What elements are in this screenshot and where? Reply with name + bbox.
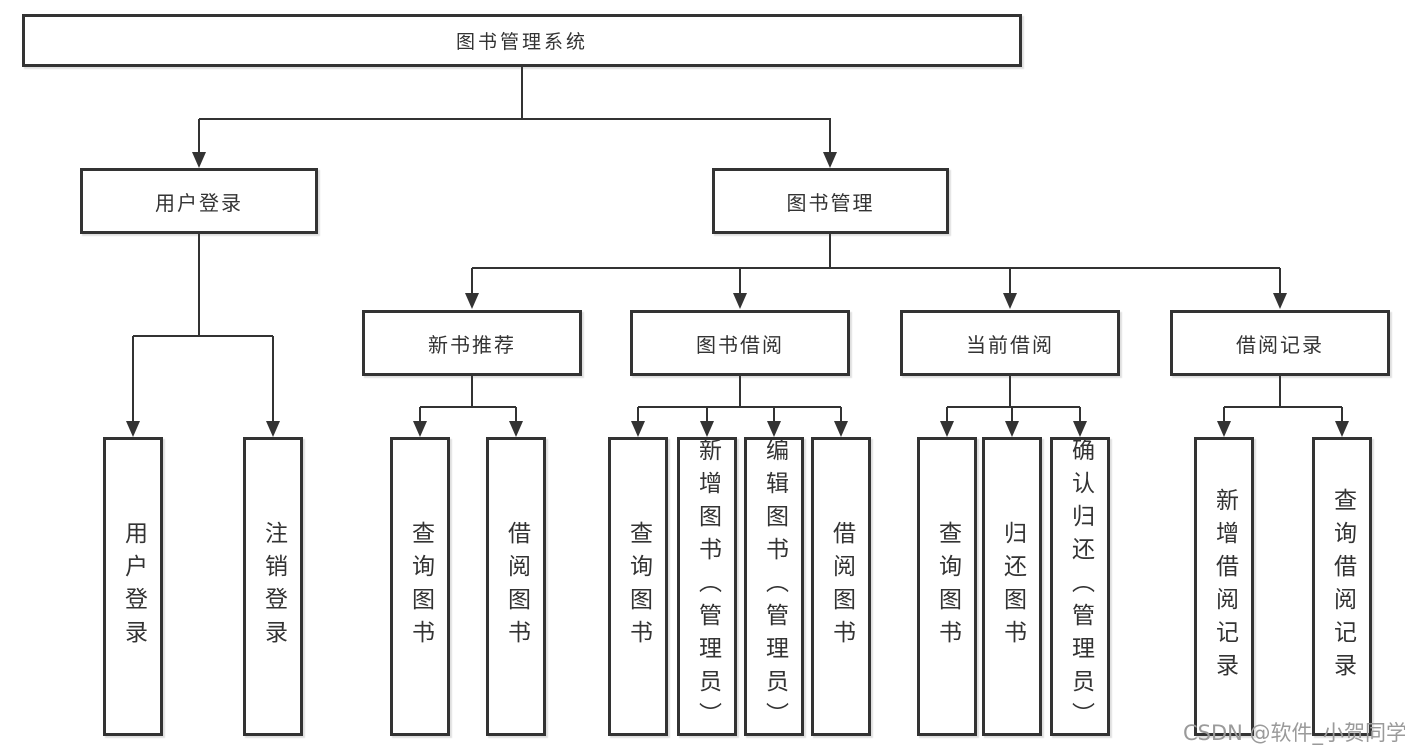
- node-label: 图书管理: [786, 190, 875, 215]
- node-book-management: 图书管理: [712, 168, 949, 234]
- leaf-label: 借阅图书: [828, 520, 855, 653]
- leaf-label: 编辑图书（管理员）: [761, 438, 788, 735]
- leaf-label: 确认归还（管理员）: [1067, 438, 1094, 735]
- node-label: 借阅记录: [1236, 332, 1324, 357]
- leaf-logout: 注销登录: [243, 437, 303, 736]
- node-library-management-system: 图书管理系统: [22, 14, 1022, 67]
- leaf-label: 用户登录: [120, 520, 147, 653]
- node-borrowing-records: 借阅记录: [1170, 310, 1390, 376]
- node-book-borrowing: 图书借阅: [630, 310, 850, 376]
- node-current-borrowing: 当前借阅: [900, 310, 1120, 376]
- leaf-label: 归还图书: [999, 520, 1026, 653]
- node-label: 用户登录: [155, 190, 243, 215]
- node-label: 当前借阅: [966, 332, 1054, 357]
- leaf-query-books-borrow: 查询图书: [608, 437, 668, 736]
- leaf-confirm-return-admin: 确认归还（管理员）: [1050, 437, 1110, 736]
- leaf-add-borrow-record: 新增借阅记录: [1194, 437, 1254, 736]
- leaf-user-login: 用户登录: [103, 437, 163, 736]
- leaf-label: 新增借阅记录: [1211, 487, 1238, 686]
- leaf-label: 查询图书: [625, 520, 652, 653]
- leaf-label: 查询图书: [407, 520, 434, 653]
- leaf-label: 查询借阅记录: [1329, 487, 1356, 686]
- node-new-book-recommendation: 新书推荐: [362, 310, 582, 376]
- csdn-watermark: CSDN @软件_小贺同学: [1183, 721, 1405, 745]
- leaf-borrow-books: 借阅图书: [811, 437, 871, 736]
- leaf-label: 注销登录: [260, 520, 287, 653]
- node-label: 图书管理系统: [455, 31, 588, 53]
- leaf-label: 借阅图书: [503, 520, 530, 653]
- leaf-add-book-admin: 新增图书（管理员）: [677, 437, 737, 736]
- leaf-query-borrow-record: 查询借阅记录: [1312, 437, 1372, 736]
- leaf-edit-book-admin: 编辑图书（管理员）: [744, 437, 804, 736]
- leaf-label: 查询图书: [934, 520, 961, 653]
- leaf-borrow-books-recommend: 借阅图书: [486, 437, 546, 736]
- node-label: 新书推荐: [428, 332, 516, 357]
- leaf-label: 新增图书（管理员）: [694, 438, 721, 735]
- leaf-return-book: 归还图书: [982, 437, 1042, 736]
- node-user-login: 用户登录: [80, 168, 318, 234]
- leaf-query-books-current: 查询图书: [917, 437, 977, 736]
- node-label: 图书借阅: [696, 332, 784, 357]
- leaf-query-books-recommend: 查询图书: [390, 437, 450, 736]
